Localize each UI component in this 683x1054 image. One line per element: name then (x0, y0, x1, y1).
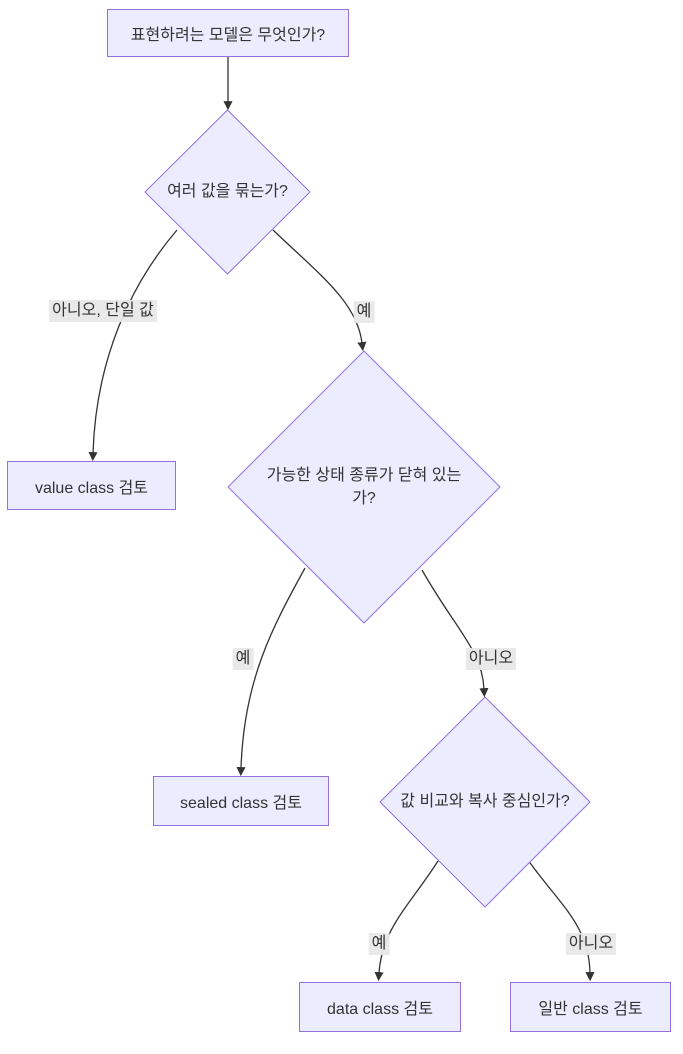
node-general-class: 일반 class 검토 (510, 982, 671, 1032)
edge-d1-to-d2 (272, 229, 367, 352)
node-general-class-label: 일반 class 검토 (538, 1001, 643, 1018)
decision-d1-shape (144, 109, 311, 275)
edge-d1-to-value-class (88, 229, 178, 462)
edge-label-no-single-value: 아니오, 단일 값 (49, 300, 157, 322)
node-data-class-label: data class 검토 (327, 1001, 433, 1018)
node-sealed-class-label: sealed class 검토 (180, 795, 302, 812)
edge-label-yes-d1-d2: 예 (353, 301, 375, 323)
edge-label-no-d3-general: 아니오 (565, 933, 617, 955)
edge-label-no-d2-d3: 아니오 (465, 648, 517, 670)
decision-d2-shape (227, 350, 501, 624)
node-start: 표현하려는 모델은 무엇인가? (107, 9, 349, 57)
node-value-class: value class 검토 (7, 461, 176, 510)
edge-d3-to-general-class (527, 859, 595, 982)
node-value-class-label: value class 검토 (34, 479, 149, 497)
edge-d3-to-data-class (374, 860, 439, 982)
node-sealed-class: sealed class 검토 (153, 776, 329, 826)
node-start-label: 표현하려는 모델은 무엇인가? (130, 27, 326, 44)
decision-d3-shape (379, 696, 591, 908)
edge-label-yes-d3-data: 예 (368, 933, 390, 955)
edge-label-yes-d2-sealed: 예 (232, 648, 254, 670)
edge-d2-to-d3 (421, 569, 489, 698)
edge-d2-to-sealed-class (236, 567, 306, 777)
node-data-class: data class 검토 (299, 982, 461, 1032)
